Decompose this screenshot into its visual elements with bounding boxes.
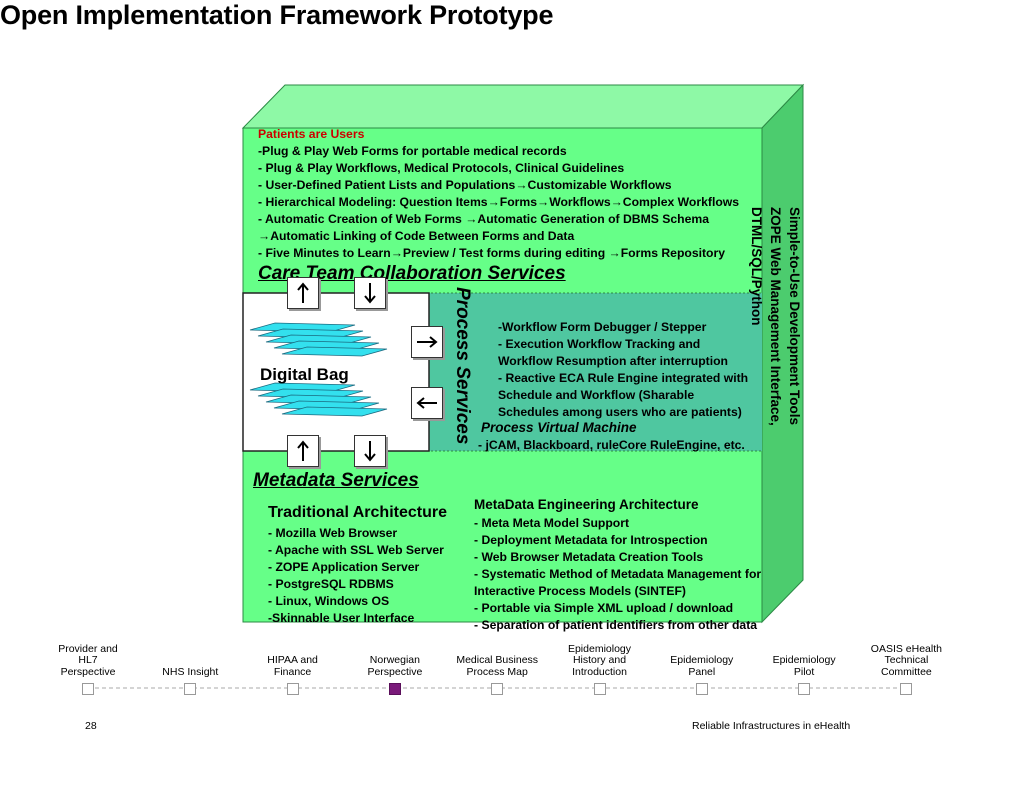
timeline-marker-6[interactable] <box>593 683 606 695</box>
digital-bag-box <box>242 292 430 452</box>
process-line-6: Schedules among users who are patients) <box>498 405 742 419</box>
timeline-marker-4[interactable] <box>388 683 401 695</box>
page-title: Open Implementation Framework Prototype <box>0 0 554 30</box>
traditional-item-3: - ZOPE Application Server <box>268 560 420 574</box>
page-number: 28 <box>85 720 97 732</box>
process-line-2: - Execution Workflow Tracking and <box>498 337 701 351</box>
side-text-line-1: Simple-to-Use Development Tools <box>787 207 802 426</box>
traditional-item-6: -Skinnable User Interface <box>268 611 415 625</box>
timeline-marker-1[interactable] <box>82 683 94 695</box>
top-line-5: - Automatic Creation of Web Forms →Autom… <box>258 212 709 226</box>
down-arrow-bottom-icon <box>354 435 386 467</box>
process-line-3: Workflow Resumption after interruption <box>498 354 728 368</box>
care-team-label: Care Team Collaboration Services <box>258 263 566 284</box>
side-text-line-2: ZOPE Web Management Interface, <box>768 207 783 426</box>
metadata-eng-item-2: - Deployment Metadata for Introspection <box>474 533 708 547</box>
footer-title: Reliable Infrastructures in eHealth <box>692 720 851 732</box>
top-line-6: →Automatic Linking of Code Between Forms… <box>258 229 575 243</box>
side-text-line-3: DTML/SQL/Python <box>749 207 764 326</box>
down-arrow-icon <box>354 277 386 309</box>
metadata-eng-item-3: - Web Browser Metadata Creation Tools <box>474 550 704 564</box>
traditional-title: Traditional Architecture <box>268 504 447 521</box>
process-line-5: Schedule and Workflow (Sharable <box>498 388 695 402</box>
right-arrow-icon <box>411 326 443 358</box>
metadata-eng-item-1: - Meta Meta Model Support <box>474 516 630 530</box>
traditional-item-4: - PostgreSQL RDBMS <box>268 577 394 591</box>
left-arrow-icon <box>411 387 443 419</box>
patients-header: Patients are Users <box>258 127 365 141</box>
metadata-eng-item-6: - Portable via Simple XML upload / downl… <box>474 601 734 615</box>
top-line-3: - User-Defined Patient Lists and Populat… <box>258 178 672 192</box>
top-line-7: - Five Minutes to Learn→Preview / Test f… <box>258 246 726 260</box>
timeline-marker-7[interactable] <box>695 683 708 695</box>
traditional-item-1: - Mozilla Web Browser <box>268 526 398 540</box>
up-arrow-icon <box>287 277 319 309</box>
process-services-label: Process Services <box>452 287 473 445</box>
metadata-services-label: Metadata Services <box>253 470 419 491</box>
process-line-4: - Reactive ECA Rule Engine integrated wi… <box>498 371 749 385</box>
pvm-title: Process Virtual Machine <box>481 420 637 435</box>
metadata-eng-item-5: Interactive Process Models (SINTEF) <box>474 584 686 598</box>
up-arrow-bottom-icon <box>287 435 319 467</box>
traditional-item-5: - Linux, Windows OS <box>268 594 390 608</box>
digital-bag-label: Digital Bag <box>260 365 349 384</box>
top-line-4: - Hierarchical Modeling: Question Items→… <box>258 195 740 209</box>
timeline-marker-9[interactable] <box>900 683 913 695</box>
top-line-1: -Plug & Play Web Forms for portable medi… <box>258 144 567 158</box>
top-line-2: - Plug & Play Workflows, Medical Protoco… <box>258 161 625 175</box>
metadata-eng-title: MetaData Engineering Architecture <box>474 497 699 512</box>
timeline-marker-5[interactable] <box>491 683 504 695</box>
traditional-item-2: - Apache with SSL Web Server <box>268 543 444 557</box>
process-line-1: -Workflow Form Debugger / Stepper <box>498 320 707 334</box>
pvm-line: - jCAM, Blackboard, ruleCore RuleEngine,… <box>478 438 745 452</box>
metadata-eng-item-7: - Separation of patient identifiers from… <box>474 618 758 632</box>
timeline-marker-2[interactable] <box>184 683 197 695</box>
forms-stack-top-icon <box>249 322 388 357</box>
forms-stack-bottom-icon <box>249 382 388 417</box>
metadata-eng-item-4: - Systematic Method of Metadata Manageme… <box>474 567 762 581</box>
timeline-marker-8[interactable] <box>798 683 811 695</box>
timeline-marker-3[interactable] <box>286 683 299 695</box>
timeline-label-2[interactable]: NHS Insight <box>162 665 219 678</box>
cube-top-face <box>241 84 805 129</box>
